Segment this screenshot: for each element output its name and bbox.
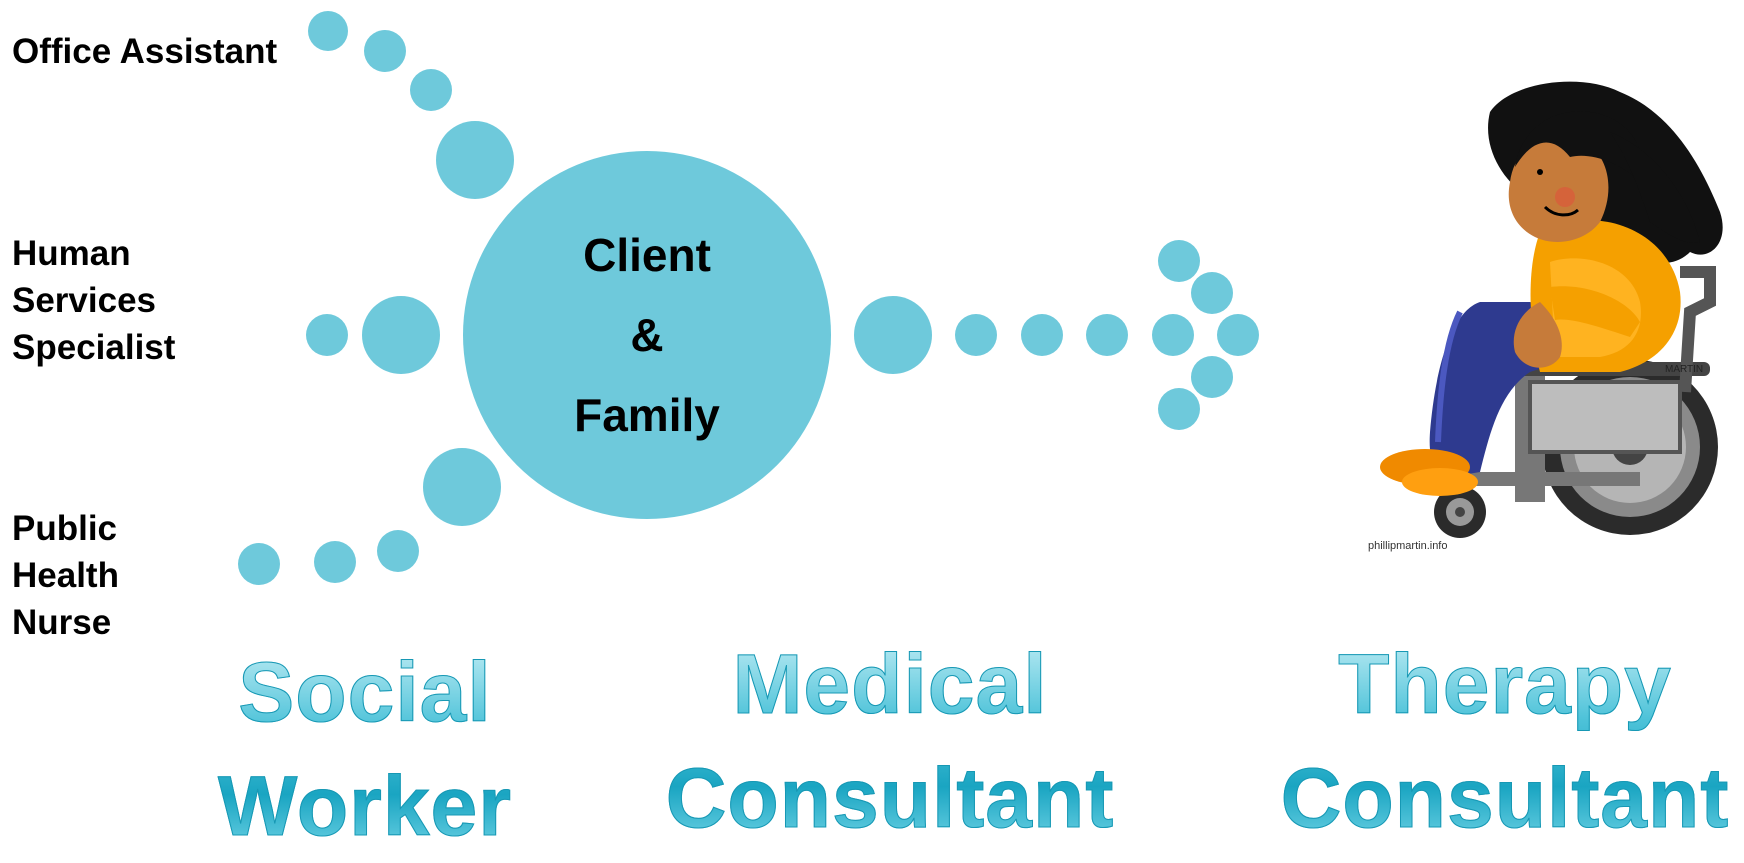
role-human-services-specialist: Human Services Specialist [12, 234, 176, 367]
connector-dot [436, 121, 514, 199]
arrowhead-dot [1191, 356, 1233, 398]
role-office-assistant: Office Assistant [12, 32, 278, 71]
connector-dot [1021, 314, 1063, 356]
diagram-canvas: Office Assistant Human Services Speciali… [12, 11, 1729, 854]
illustration-credit: phillipmartin.info [1368, 540, 1448, 552]
connector-dot [314, 541, 356, 583]
arrowhead-dot [1158, 240, 1200, 282]
arrowhead-dot [1191, 272, 1233, 314]
center-label-family: Family [574, 389, 720, 441]
connector-dot [308, 11, 348, 51]
client-family-circle: Client & Family [463, 151, 831, 519]
wheelchair-user-icon: MARTIN [1380, 81, 1723, 538]
connector-dot [1152, 314, 1194, 356]
arrowhead-dot [1217, 314, 1259, 356]
title-social-worker: Social Worker [195, 635, 535, 863]
center-label-client: Client [583, 229, 711, 281]
connector-dot [423, 448, 501, 526]
connector-dot [955, 314, 997, 356]
connector-dot [1086, 314, 1128, 356]
connector-dot [854, 296, 932, 374]
connector-dot [306, 314, 348, 356]
chair-mark: MARTIN [1665, 364, 1703, 375]
connector-dot [362, 296, 440, 374]
center-label-ampersand: & [630, 309, 664, 361]
connector-dot [238, 543, 280, 585]
role-public-health-nurse: Public Health Nurse [12, 509, 119, 642]
title-medical-consultant: Medical Consultant [655, 627, 1125, 855]
connector-dot [364, 30, 406, 72]
title-therapy-consultant: Therapy Consultant [1270, 627, 1740, 855]
arrowhead-dot [1158, 388, 1200, 430]
connector-dot [410, 69, 452, 111]
connector-dot [377, 530, 419, 572]
